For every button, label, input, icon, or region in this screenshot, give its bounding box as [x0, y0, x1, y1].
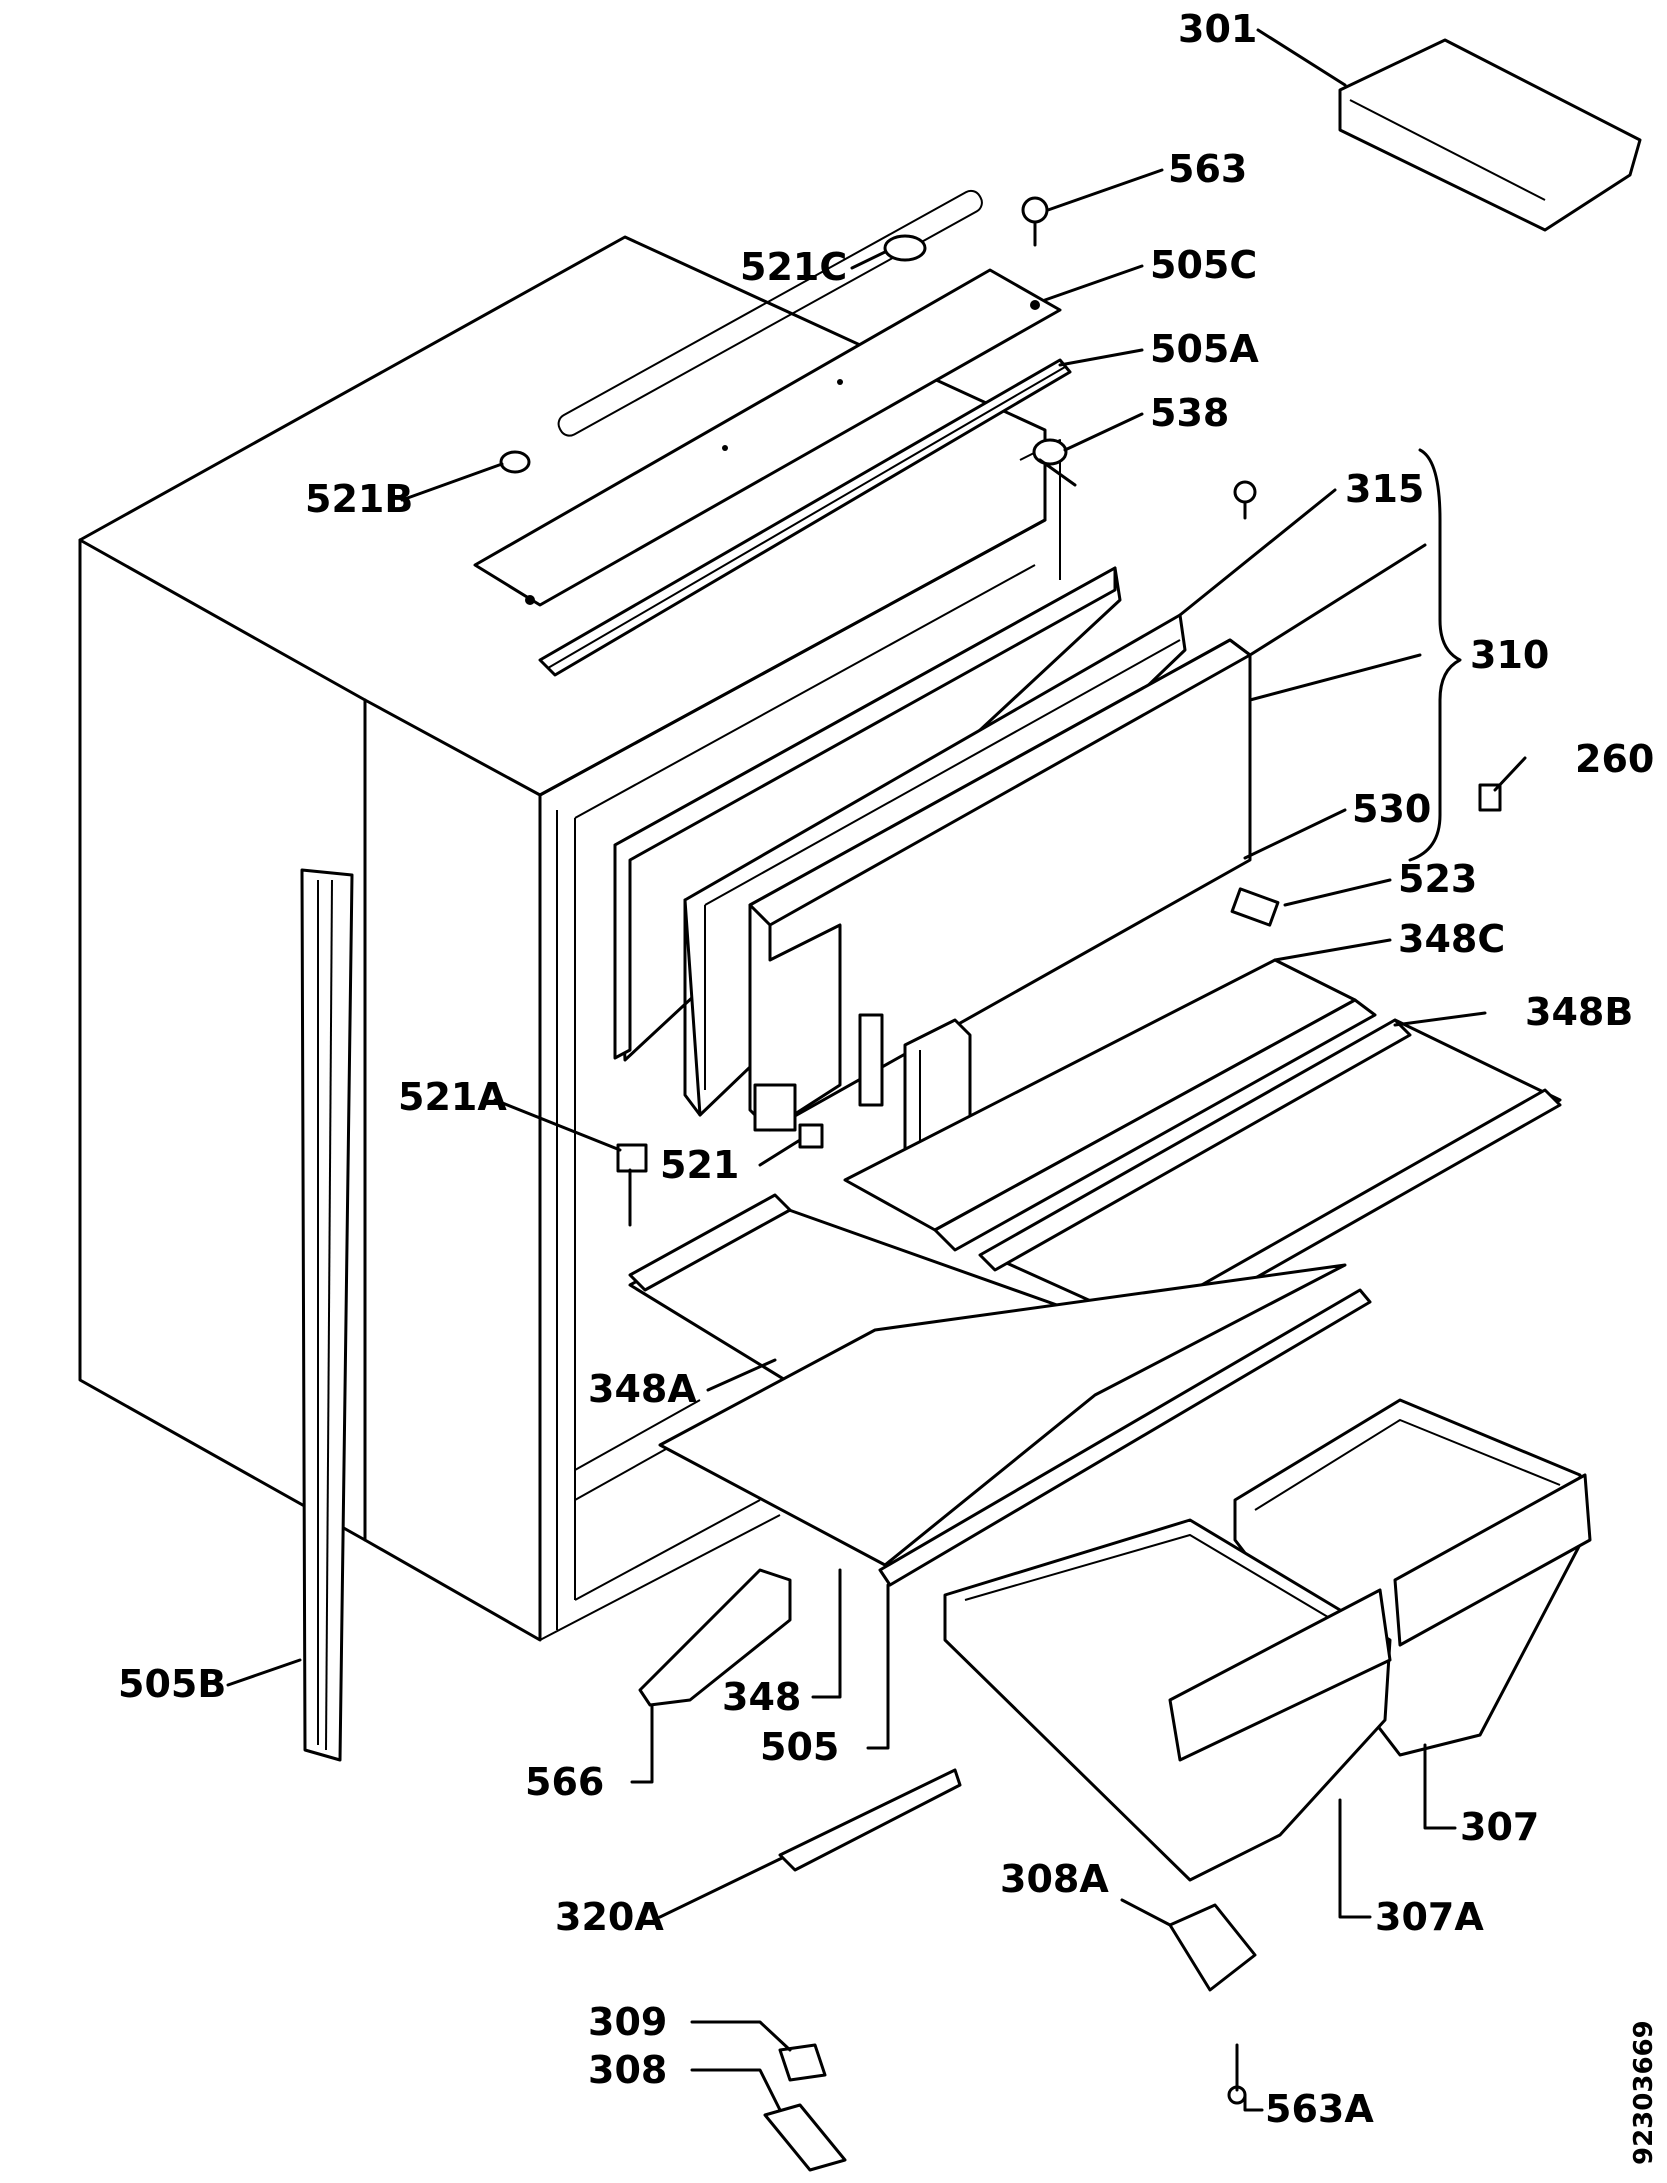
label-307: 307: [1460, 1805, 1539, 1849]
gasket-strip-505A: [538, 358, 1072, 677]
label-505B: 505B: [118, 1662, 226, 1706]
document-number: 92303669: [1629, 2020, 1659, 2165]
label-310: 310: [1470, 633, 1549, 677]
label-348C: 348C: [1398, 917, 1505, 961]
label-348B: 348B: [1525, 990, 1633, 1034]
bracket-310: [1408, 448, 1462, 862]
freezer-compartment-310: [613, 566, 1252, 1172]
ice-tray-301: [1338, 38, 1642, 232]
crisper-drawers: [943, 1398, 1592, 1882]
label-320A: 320A: [555, 1895, 664, 1939]
label-505: 505: [760, 1725, 839, 1769]
label-307A: 307A: [1375, 1895, 1484, 1939]
label-521: 521: [660, 1143, 739, 1187]
label-530: 530: [1352, 787, 1431, 831]
label-521A: 521A: [398, 1075, 507, 1119]
label-563: 563: [1168, 147, 1247, 191]
label-563A: 563A: [1265, 2087, 1374, 2131]
part-labels: 301 563 521C 505C 505A 538 521B 315 310 …: [118, 7, 1659, 2165]
label-505C: 505C: [1150, 243, 1257, 287]
label-348: 348: [722, 1675, 801, 1719]
label-538: 538: [1150, 391, 1229, 435]
label-260: 260: [1575, 737, 1654, 781]
label-523: 523: [1398, 857, 1477, 901]
shelves: [628, 958, 1562, 1587]
label-301: 301: [1178, 7, 1257, 51]
label-348A: 348A: [588, 1367, 697, 1411]
label-521C: 521C: [740, 245, 847, 289]
label-315: 315: [1345, 467, 1424, 511]
label-566: 566: [525, 1760, 604, 1804]
label-308A: 308A: [1000, 1857, 1109, 1901]
label-309: 309: [588, 2000, 667, 2044]
label-308: 308: [588, 2048, 667, 2092]
label-505A: 505A: [1150, 327, 1259, 371]
label-521B: 521B: [305, 477, 413, 521]
top-strip-505C: [473, 189, 1062, 607]
door-gasket-strip-505B: [300, 868, 354, 1762]
leader-lines: [226, 28, 1527, 2112]
small-parts: [499, 38, 1642, 2172]
